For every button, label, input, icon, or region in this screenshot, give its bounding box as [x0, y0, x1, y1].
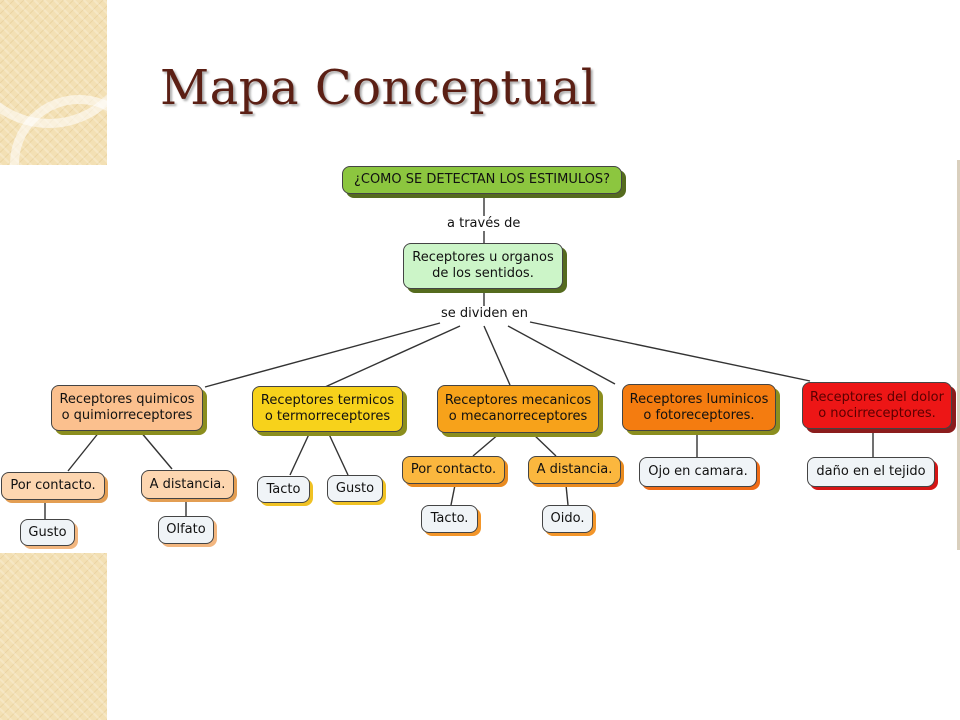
- decorative-pattern-top: [0, 0, 107, 165]
- category-node-dolor: Receptores del dolor o nocirreceptores.: [802, 382, 952, 429]
- category-node-luminicos: Receptores luminicos o fotoreceptores.: [622, 384, 776, 431]
- luminicos-leaf: Ojo en camara.: [639, 457, 757, 487]
- quimicos-distance-node: A distancia.: [141, 470, 234, 499]
- root-question-node: ¿COMO SE DETECTAN LOS ESTIMULOS?: [342, 166, 622, 194]
- decorative-edge-right: [957, 160, 960, 550]
- mecanicos-distance-node: A distancia.: [528, 456, 621, 484]
- mecanicos-contact-leaf: Tacto.: [421, 505, 478, 533]
- category-node-quimicos: Receptores quimicos o quimiorreceptores: [51, 385, 203, 431]
- dolor-leaf: daño en el tejido: [807, 457, 935, 487]
- center-concept-node: Receptores u organos de los sentidos.: [403, 243, 563, 289]
- quimicos-distance-leaf: Olfato: [158, 516, 214, 544]
- link-label-through: a través de: [445, 216, 523, 231]
- termicos-leaf-b: Gusto: [327, 475, 383, 502]
- mecanicos-contact-node: Por contacto.: [402, 456, 505, 484]
- decorative-pattern-bottom: [0, 553, 107, 720]
- quimicos-contact-leaf: Gusto: [20, 519, 75, 546]
- quimicos-contact-node: Por contacto.: [1, 472, 105, 500]
- category-node-mecanicos: Receptores mecanicos o mecanorreceptores: [437, 385, 599, 433]
- termicos-leaf-a: Tacto: [257, 476, 310, 503]
- slide-title: Mapa Conceptual: [160, 60, 597, 116]
- link-label-divide: se dividen en: [439, 306, 530, 321]
- mecanicos-distance-leaf: Oido.: [542, 505, 593, 533]
- category-node-termicos: Receptores termicos o termorreceptores: [252, 386, 403, 432]
